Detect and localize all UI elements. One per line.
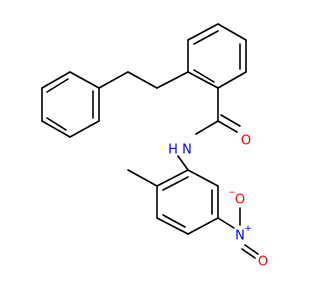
- nitro-nitrogen-charge: +: [244, 224, 252, 234]
- bond: [217, 120, 238, 133]
- bond: [156, 71, 189, 89]
- bond: [177, 155, 189, 171]
- nitro-oxygen-right-label: O: [258, 255, 268, 270]
- bond: [98, 71, 129, 89]
- bond: [46, 117, 67, 131]
- amide-nitrogen-label: N: [182, 143, 192, 158]
- bond: [187, 169, 219, 187]
- bond: [195, 120, 219, 135]
- bond: [127, 169, 158, 187]
- bond: [244, 244, 259, 255]
- bond: [69, 120, 100, 138]
- bond: [162, 176, 189, 191]
- structure-diagram: N H O N + O − O: [41, 23, 268, 270]
- carbonyl-oxygen-label: O: [241, 134, 251, 149]
- bond: [241, 248, 256, 259]
- bond: [156, 169, 189, 187]
- amide-hydrogen-label: H: [168, 143, 178, 158]
- nitro-nitrogen-label: N: [235, 229, 245, 244]
- bond: [41, 120, 71, 138]
- bond: [127, 71, 158, 89]
- bond: [217, 217, 235, 229]
- bond: [156, 217, 189, 235]
- bond: [69, 71, 100, 89]
- nitro-oxygen-top-charge: −: [228, 188, 236, 198]
- bond: [41, 71, 71, 89]
- atom-label-layer: N H O N + O − O: [168, 134, 268, 270]
- bond: [193, 30, 219, 45]
- bond: [187, 217, 219, 235]
- bond: [187, 23, 219, 41]
- bond-layer: [41, 23, 259, 259]
- bond: [220, 114, 241, 127]
- bond: [46, 78, 69, 93]
- bond: [162, 214, 186, 228]
- bond: [217, 71, 247, 89]
- bond: [217, 23, 247, 41]
- bond: [193, 69, 215, 83]
- nitro-oxygen-top-label: O: [235, 193, 245, 208]
- bond: [187, 71, 219, 89]
